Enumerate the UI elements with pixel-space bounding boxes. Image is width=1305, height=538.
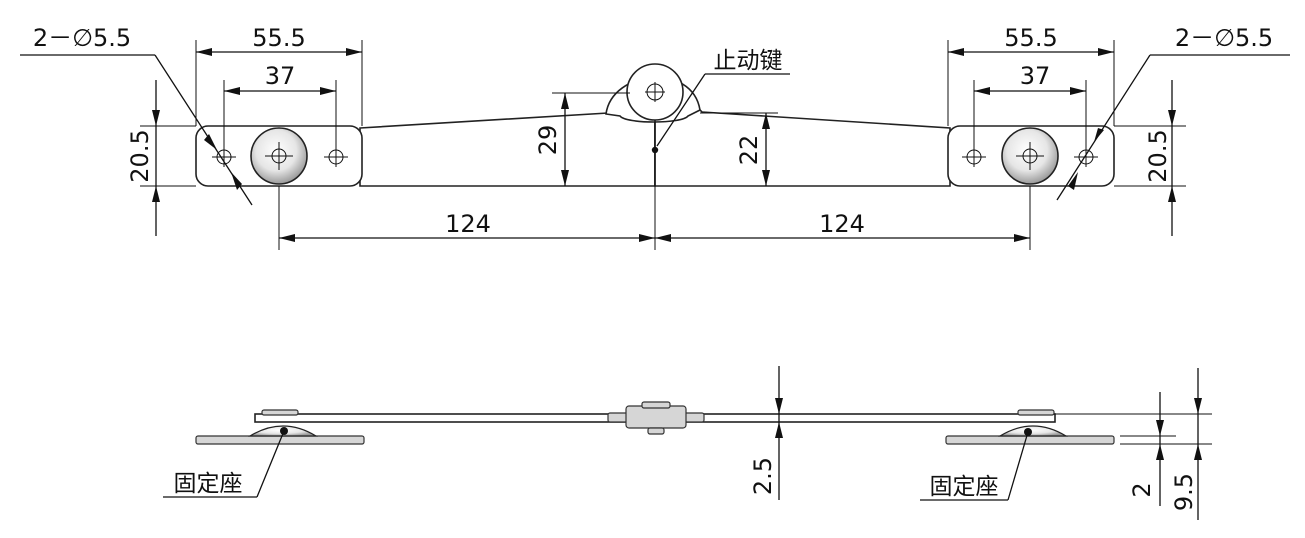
dim-height-left: 20.5 xyxy=(126,129,154,182)
top-dimensions: 55.5 37 2－∅5.5 20.5 55.5 37 xyxy=(20,24,1290,250)
label-fixed-seat-left: 固定座 xyxy=(174,471,243,497)
dim-side-gap: 2.5 xyxy=(749,457,777,495)
label-fixed-seat-right: 固定座 xyxy=(930,474,999,500)
dim-span-left: 124 xyxy=(445,210,491,238)
right-side-dome xyxy=(997,425,1069,437)
dim-side-base: 2 xyxy=(1128,482,1156,497)
dim-hole-pitch-right: 37 xyxy=(1020,62,1051,90)
top-view xyxy=(195,63,1115,187)
dim-hole-pitch-left: 37 xyxy=(265,62,296,90)
dim-height-right: 20.5 xyxy=(1144,129,1172,182)
dim-hinge-height-29: 29 xyxy=(534,125,562,156)
dim-top-width-left: 55.5 xyxy=(252,24,305,52)
side-view xyxy=(195,401,1115,445)
dim-top-width-right: 55.5 xyxy=(1004,24,1057,52)
dim-side-total: 9.5 xyxy=(1170,473,1198,511)
dim-hinge-height-22: 22 xyxy=(735,135,763,166)
dim-span-right: 124 xyxy=(819,210,865,238)
label-hole-spec-right: 2－∅5.5 xyxy=(1175,24,1273,52)
label-hole-spec-left: 2－∅5.5 xyxy=(33,24,131,52)
right-base-plate xyxy=(945,435,1115,445)
right-arm xyxy=(654,99,951,187)
side-dimensions: 固定座 固定座 2.5 2 9.5 xyxy=(163,366,1212,520)
label-stop-key: 止动键 xyxy=(714,48,783,74)
